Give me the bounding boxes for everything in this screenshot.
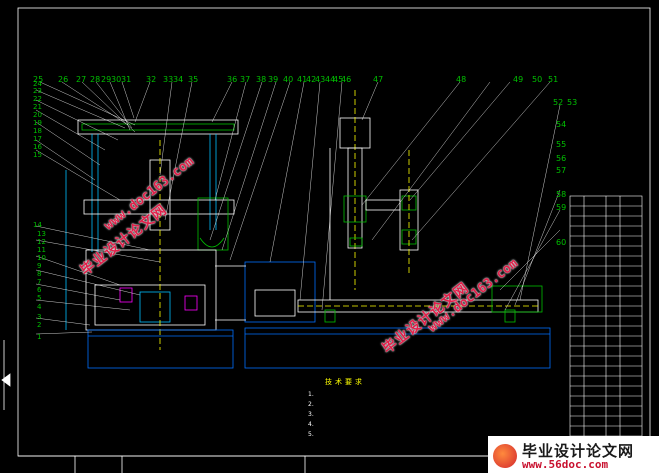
note-item: 5. <box>308 431 314 438</box>
balloon-41: 41 <box>297 75 308 84</box>
balloon-7: 7 <box>37 278 42 286</box>
balloon-49: 49 <box>513 75 524 84</box>
balloon-45: 45 <box>333 75 344 84</box>
balloon-36: 36 <box>227 75 238 84</box>
balloon-11: 11 <box>37 246 46 254</box>
balloon-29: 29 <box>101 75 112 84</box>
balloon-60: 60 <box>556 238 567 247</box>
balloon-57: 57 <box>556 166 567 175</box>
balloon-14: 14 <box>33 221 42 229</box>
base-bed <box>87 327 551 369</box>
balloon-27: 27 <box>76 75 87 84</box>
balloon-3: 3 <box>37 313 42 321</box>
balloon-20: 20 <box>33 111 42 119</box>
leader-lines <box>35 81 561 335</box>
balloon-9: 9 <box>37 262 42 270</box>
balloon-43: 43 <box>315 75 326 84</box>
balloon-22: 22 <box>33 95 42 103</box>
balloon-32: 32 <box>146 75 157 84</box>
balloon-1: 1 <box>37 333 42 341</box>
balloon-2: 2 <box>37 321 42 329</box>
site-logo-text: 毕业设计论文网 <box>522 442 635 460</box>
balloon-18: 18 <box>33 127 42 135</box>
notes-title: 技术要求 <box>325 378 365 386</box>
guide-rail <box>215 261 543 323</box>
balloon-50: 50 <box>532 75 543 84</box>
balloon-19: 19 <box>33 119 42 127</box>
balloon-5: 5 <box>37 294 42 302</box>
balloon-34: 34 <box>173 75 184 84</box>
site-logo-url: www.56doc.com <box>522 458 609 471</box>
balloon-12: 12 <box>37 238 46 246</box>
balloon-39: 39 <box>268 75 279 84</box>
balloon-55: 55 <box>556 140 567 149</box>
balloon-51: 51 <box>548 75 559 84</box>
balloon-28: 28 <box>90 75 101 84</box>
balloon-37: 37 <box>240 75 251 84</box>
balloon-24: 24 <box>33 80 42 88</box>
balloon-46: 46 <box>341 75 352 84</box>
parts-table <box>569 195 643 447</box>
balloon-59: 59 <box>556 203 567 212</box>
site-logo-icon <box>493 444 517 468</box>
balloon-53: 53 <box>567 98 578 107</box>
balloon-26: 26 <box>58 75 69 84</box>
balloon-21: 21 <box>33 103 42 111</box>
note-item: 1. <box>308 391 314 398</box>
vertical-unit <box>329 90 419 300</box>
balloon-30: 30 <box>111 75 122 84</box>
balloon-8: 8 <box>37 270 42 278</box>
balloon-31: 31 <box>121 75 132 84</box>
balloon-42: 42 <box>306 75 317 84</box>
balloon-56: 56 <box>556 154 567 163</box>
note-item: 3. <box>308 411 314 418</box>
balloon-23: 23 <box>33 87 42 95</box>
balloon-47: 47 <box>373 75 384 84</box>
balloon-44: 44 <box>325 75 336 84</box>
balloon-54: 54 <box>556 120 567 129</box>
balloon-58: 58 <box>556 190 567 199</box>
balloon-10: 10 <box>37 254 46 262</box>
balloon-52: 52 <box>553 98 564 107</box>
balloon-48: 48 <box>456 75 467 84</box>
balloon-16: 16 <box>33 143 42 151</box>
balloon-15: 15 <box>33 151 42 159</box>
balloon-6: 6 <box>37 286 42 294</box>
left-column <box>65 119 239 350</box>
balloon-17: 17 <box>33 135 42 143</box>
balloon-25: 25 <box>33 75 44 84</box>
note-item: 2. <box>308 401 314 408</box>
balloon-4: 4 <box>37 303 42 311</box>
note-item: 4. <box>308 421 314 428</box>
balloon-40: 40 <box>283 75 294 84</box>
balloon-13: 13 <box>37 230 46 238</box>
balloon-38: 38 <box>256 75 267 84</box>
balloon-33: 33 <box>163 75 174 84</box>
balloon-35: 35 <box>188 75 199 84</box>
